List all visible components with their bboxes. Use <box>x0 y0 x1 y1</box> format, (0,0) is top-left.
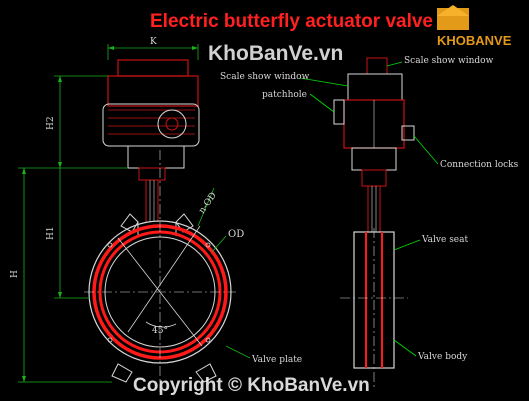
side-housing-top <box>347 73 403 101</box>
dim-h2: H2 <box>46 116 56 130</box>
logo-text: KHOBANVE <box>437 33 512 48</box>
actuator-cover <box>107 75 199 107</box>
angle-arc <box>145 321 177 328</box>
dim-h: H <box>10 270 20 278</box>
label-valve-seat: Valve seat <box>421 235 468 245</box>
bolt-hole <box>205 337 211 343</box>
bottom-lug-right <box>195 363 217 383</box>
logo-roof-icon <box>437 5 469 16</box>
diagonal-line <box>117 237 203 347</box>
bolt-hole <box>107 337 113 343</box>
right-leaders <box>299 61 439 357</box>
label-valve-body: Valve body <box>417 352 468 362</box>
watermark-center: KhoBanVe.vn <box>208 42 343 65</box>
right-actuator <box>333 57 415 187</box>
dim-n-od: n-OD <box>197 191 219 216</box>
scale-window-cap <box>366 57 388 75</box>
bolt-hole <box>107 242 113 248</box>
right-valve-body <box>340 228 408 388</box>
label-scale-window-left: Scale show window <box>220 72 310 82</box>
handwheel-icon <box>157 109 187 139</box>
left-valve-body <box>84 150 236 392</box>
top-lug-right <box>175 213 194 233</box>
actuator-lower-body <box>127 145 185 169</box>
label-connection-locks: Connection locks <box>440 160 519 170</box>
left-valve-stem <box>145 180 159 222</box>
dim-k: K <box>150 37 157 47</box>
label-patchhole: patchhole <box>262 90 307 100</box>
side-neck <box>361 169 387 187</box>
actuator-top-cap <box>117 59 189 77</box>
connection-lock-boss <box>401 125 415 141</box>
diagonal-line <box>127 225 201 333</box>
dim-angle: 45° <box>152 326 168 336</box>
watermark-footer: Copyright © KhoBanVe.vn <box>133 375 370 396</box>
dim-h1: H1 <box>46 226 56 240</box>
patchhole-boss <box>333 99 345 125</box>
bolt-hole <box>205 242 211 248</box>
actuator-fins <box>108 109 195 135</box>
actuator-neck <box>138 167 166 181</box>
dimension-arrows <box>22 46 198 382</box>
label-valve-plate: Valve plate <box>251 355 302 365</box>
right-valve-stem <box>367 186 381 232</box>
drawing-title: Electric butterfly actuator valve <box>150 11 433 32</box>
label-scale-window-right: Scale show window <box>404 56 494 66</box>
dim-od: OD <box>228 229 244 240</box>
bottom-lug-left <box>111 363 133 383</box>
brand-logo: KHOBANVE <box>437 5 512 48</box>
left-dimensions <box>18 44 251 383</box>
left-actuator <box>102 59 200 181</box>
side-lower-body <box>351 147 397 171</box>
